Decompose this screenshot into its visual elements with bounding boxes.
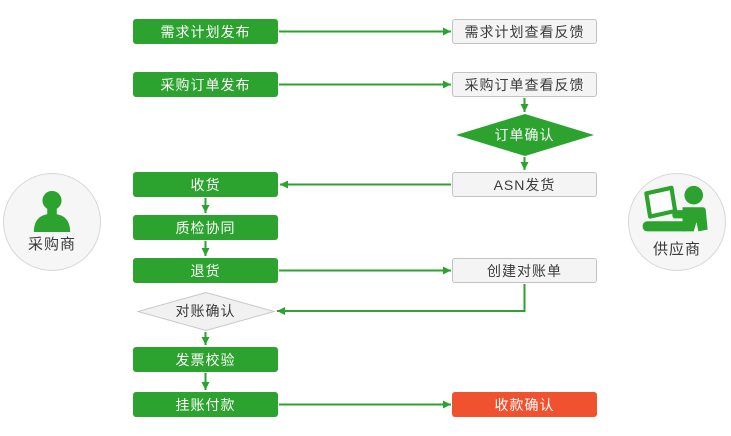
person-laptop-icon: [642, 185, 708, 232]
node-receive-goods: 收货: [133, 172, 278, 197]
node-purchase-order-publish: 采购订单发布: [133, 72, 278, 97]
node-label: 订单确认: [494, 127, 555, 143]
node-order-confirm: 订单确认: [455, 114, 594, 156]
node-invoice-check: 发票校验: [133, 347, 278, 372]
node-receipt-confirm: 收款确认: [452, 392, 597, 417]
node-demand-plan-feedback: 需求计划查看反馈: [452, 19, 597, 44]
node-reconciliation-confirm: 对账确认: [136, 291, 275, 331]
node-label: 对账确认: [175, 303, 236, 319]
node-asn-ship: ASN发货: [452, 172, 597, 197]
diamond-shape: [455, 114, 594, 156]
edge-statement-to-reconcile: [277, 284, 526, 315]
node-quality-inspection: 质检协同: [133, 215, 278, 240]
actor-buyer-label: 采购商: [27, 236, 76, 253]
node-create-statement: 创建对账单: [452, 258, 597, 283]
actor-supplier-label: 供应商: [652, 241, 701, 258]
node-purchase-order-feedback: 采购订单查看反馈: [452, 72, 597, 97]
person-icon: [33, 190, 71, 232]
diamond-shape: [136, 291, 275, 331]
node-demand-plan-publish: 需求计划发布: [133, 19, 278, 44]
actor-buyer: 采购商: [3, 173, 101, 271]
actor-supplier: 供应商: [628, 173, 726, 271]
node-payment-on-account: 挂账付款: [133, 392, 278, 417]
node-return-goods: 退货: [133, 258, 278, 283]
